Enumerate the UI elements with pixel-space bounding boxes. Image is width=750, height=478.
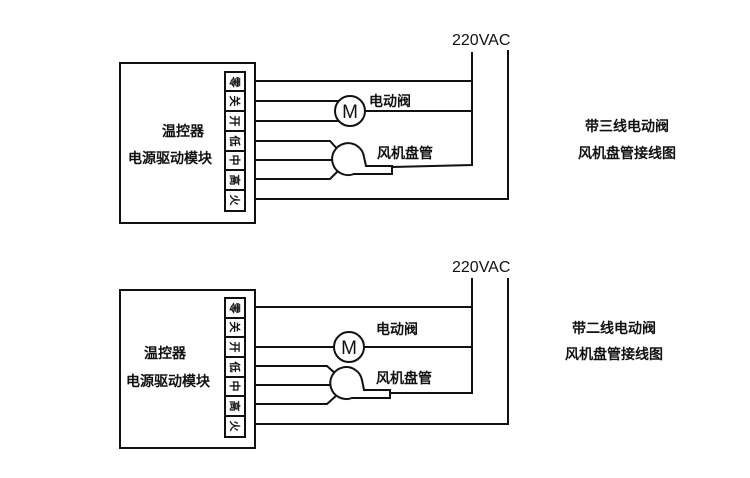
valve-label: 电动阀 — [376, 321, 418, 338]
module-label-line1: 温控器 — [144, 345, 187, 362]
fan-coil-symbol — [331, 142, 393, 177]
fan-coil-label: 风机盘管 — [376, 370, 432, 387]
terminal-high: 高 — [228, 401, 242, 412]
module-label-line2: 电源驱动模块 — [126, 373, 211, 390]
terminal-strip: 零 关 开 低 中 高 火 — [224, 71, 246, 212]
wire-low — [255, 365, 338, 376]
terminal-low: 低 — [228, 361, 242, 373]
power-supply-label: 220VAC — [452, 259, 510, 276]
terminal-high: 高 — [228, 175, 242, 186]
motor-symbol-label: M — [342, 102, 358, 123]
terminal-close: 关 — [228, 96, 242, 107]
terminal-live: 火 — [228, 421, 241, 433]
diagram-title-line1: 带二线电动阀 — [572, 320, 656, 337]
terminal-live: 火 — [228, 195, 241, 207]
terminal-open: 开 — [228, 116, 241, 127]
valve-label: 电动阀 — [369, 93, 411, 110]
diagram-two-wire: 温控器 电源驱动模块 零 关 开 低 中 高 火 — [119, 259, 663, 449]
motor-symbol-label: M — [341, 338, 357, 359]
fan-coil-label: 风机盘管 — [377, 145, 433, 162]
terminal-medium: 中 — [228, 155, 242, 166]
diagram-title-line1: 带三线电动阀 — [585, 118, 669, 135]
module-label-line2: 电源驱动模块 — [128, 150, 213, 167]
terminal-strip: 零 关 开 低 中 高 火 — [224, 297, 246, 438]
wires — [255, 278, 509, 425]
wire-low — [255, 140, 341, 153]
diagram-title-line2: 风机盘管接线图 — [565, 346, 663, 363]
wire-high — [255, 394, 338, 405]
wires — [255, 50, 509, 200]
module-label-line1: 温控器 — [162, 123, 205, 140]
fan-coil-symbol — [329, 366, 391, 401]
wire-high — [255, 168, 341, 180]
wire-live — [255, 278, 509, 425]
terminal-open: 开 — [228, 342, 241, 353]
power-supply-label: 220VAC — [452, 32, 510, 49]
terminal-low: 低 — [228, 135, 242, 147]
wire-fan-supply — [390, 278, 473, 394]
wire-fan-supply — [391, 52, 473, 168]
terminal-neutral: 零 — [228, 76, 241, 89]
terminal-medium: 中 — [228, 381, 242, 392]
diagram-title-line2: 风机盘管接线图 — [578, 145, 676, 162]
wire-live — [255, 50, 509, 200]
motor-valve-symbol: M — [334, 95, 366, 127]
motor-valve-symbol: M — [333, 331, 365, 363]
terminal-neutral: 零 — [228, 302, 241, 315]
diagram-three-wire: 温控器 电源驱动模块 零 关 开 低 中 高 火 — [119, 32, 676, 224]
terminal-close: 关 — [228, 322, 242, 333]
